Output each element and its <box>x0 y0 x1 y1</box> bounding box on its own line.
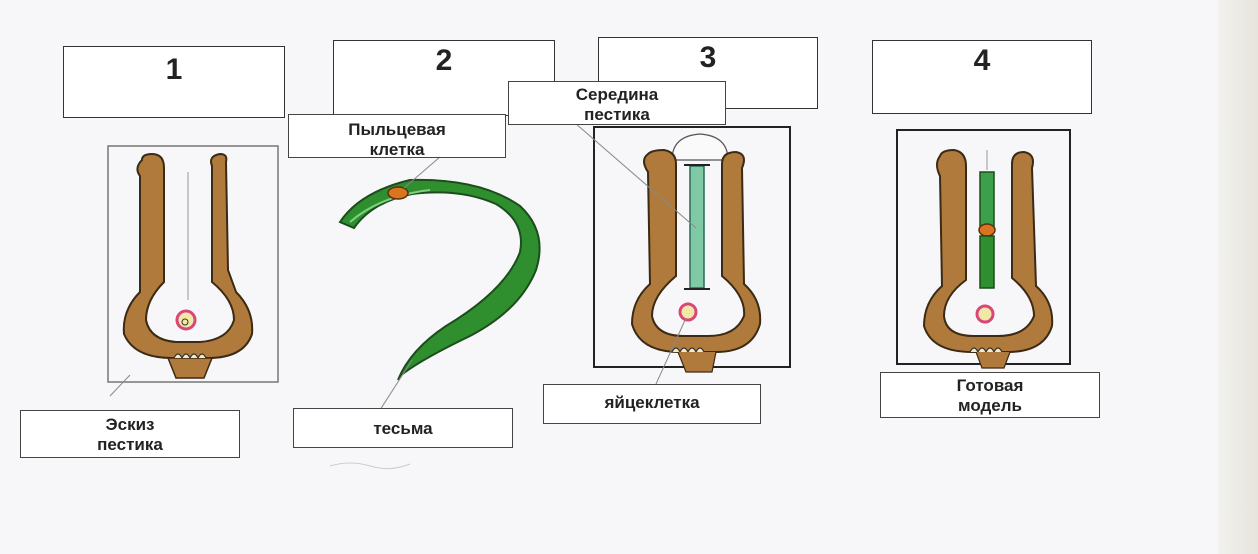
pistil-finished-4 <box>897 130 1070 368</box>
caption-ribbon: тесьма <box>293 408 513 448</box>
pistil-middle-3 <box>560 110 790 384</box>
label-pollen-cell: Пыльцевая клетка <box>288 114 506 158</box>
ribbon-2 <box>340 150 540 410</box>
label-pistil-middle: Середина пестика <box>508 81 726 125</box>
caption-finished-model: Готовая модель <box>880 372 1100 418</box>
pencil-mark <box>330 463 410 469</box>
caption-egg-cell: яйцеклетка <box>543 384 761 424</box>
caption-pistil-sketch: Эскиз пестика <box>20 410 240 458</box>
pistil-sketch-1 <box>108 146 278 396</box>
